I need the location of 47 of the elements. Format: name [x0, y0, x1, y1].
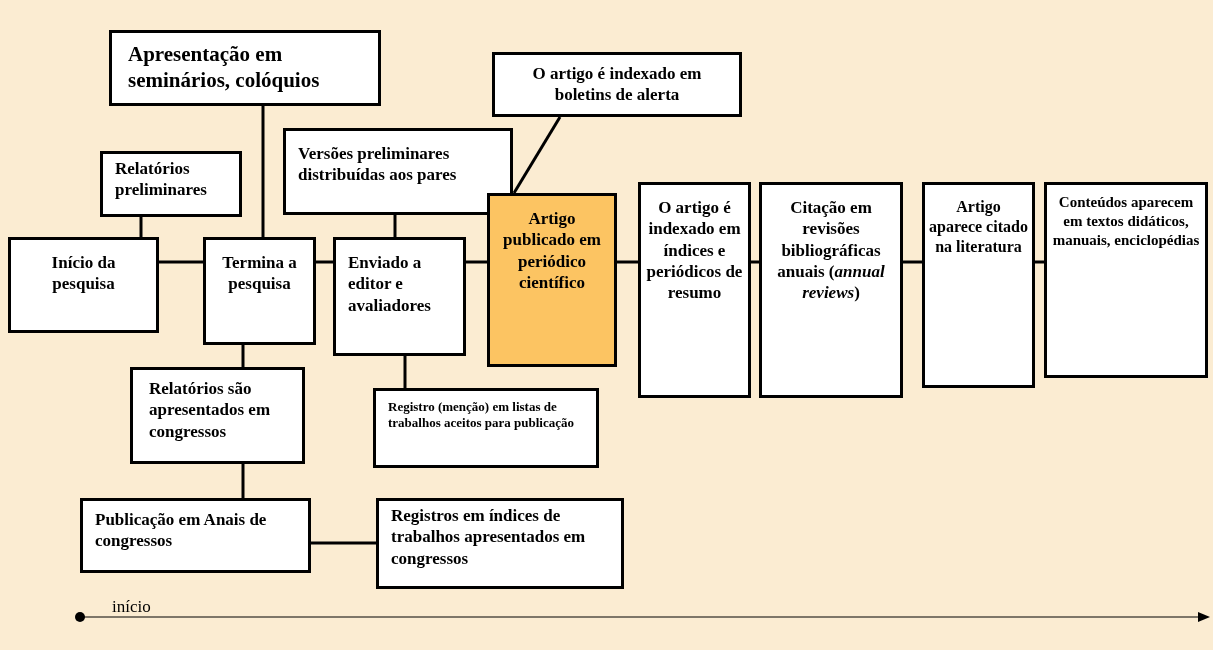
box-text: Relatórios são apresentados em congressos	[149, 378, 272, 442]
connector-line	[241, 464, 245, 498]
box-text: Artigo publicado em periódico científico	[502, 208, 602, 293]
connector-line	[403, 356, 407, 388]
box-text: Apresentação em seminários, colóquios	[128, 41, 321, 94]
process-box	[100, 151, 242, 217]
process-box	[109, 30, 381, 106]
process-box	[922, 182, 1035, 388]
box-text: Termina a pesquisa	[221, 252, 298, 295]
process-box	[376, 498, 624, 589]
process-box	[333, 237, 466, 356]
process-box	[8, 237, 159, 333]
box-text: Início da pesquisa	[50, 252, 117, 295]
timeline-label: início	[112, 596, 151, 618]
connector-line	[903, 260, 922, 264]
process-box	[759, 182, 903, 398]
connector-line	[751, 260, 759, 264]
process-box	[80, 498, 311, 573]
box-text: Versões preliminares distribuídas aos pares	[298, 143, 458, 186]
process-box	[130, 367, 305, 464]
process-box	[492, 52, 742, 117]
process-box	[203, 237, 316, 345]
box-text: Citação em revisões bibliográficas anuais (annual reviews)	[776, 197, 886, 304]
connector-line	[1035, 260, 1044, 264]
connector-line	[617, 260, 638, 264]
connector-line	[393, 215, 397, 237]
box-text: O artigo é indexado em índices e periódicos de resumo	[645, 197, 744, 304]
connector-line	[139, 217, 143, 237]
connector-line	[261, 106, 265, 237]
connector-line	[241, 345, 245, 367]
box-text: Registro (menção) em listas de trabalhos aceitos para publicação	[388, 399, 575, 432]
process-box	[373, 388, 599, 468]
box-text: Enviado a editor e avaliadores	[348, 252, 432, 316]
connector-line	[466, 260, 487, 264]
box-text: Conteúdos aparecem em textos didáticos, manuais, enciclopédias	[1051, 193, 1201, 250]
box-text: Relatórios preliminares	[115, 158, 208, 201]
connector-line	[311, 541, 376, 545]
process-box	[1044, 182, 1208, 378]
box-text: Registros em índices de trabalhos apresentados em congressos	[391, 505, 587, 569]
process-box	[638, 182, 751, 398]
process-box	[283, 128, 513, 215]
box-text: O artigo é indexado em boletins de alerta	[531, 63, 703, 106]
connector-line	[316, 260, 333, 264]
connector-line	[159, 260, 203, 264]
box-text: Publicação em Anais de congressos	[95, 509, 268, 552]
process-box	[487, 193, 617, 367]
box-text: Artigo aparece citado na literatura	[929, 197, 1028, 257]
